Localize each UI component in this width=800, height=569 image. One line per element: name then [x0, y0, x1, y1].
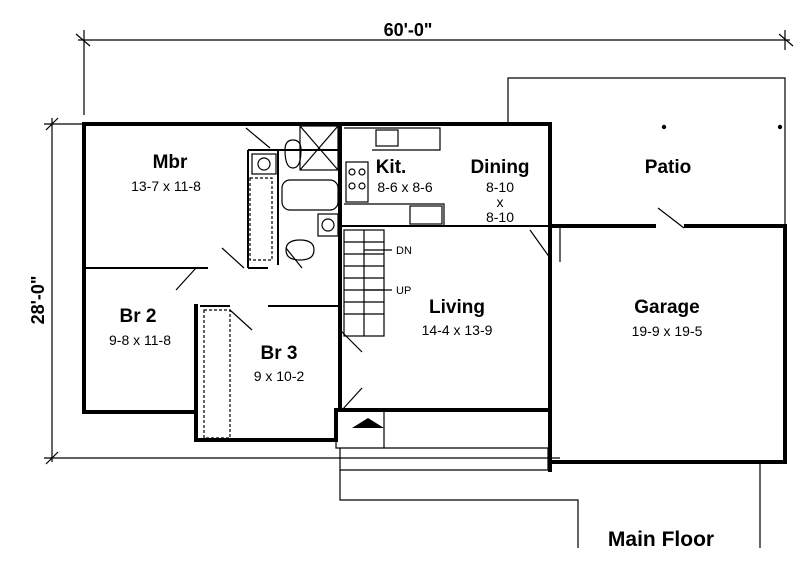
stair-up-label: UP — [396, 285, 411, 297]
stairs: DN UP — [343, 229, 412, 337]
patio-outline — [507, 77, 786, 226]
room-kitchen: Kit. 8-6 x 8-6 — [376, 157, 433, 195]
br2-name: Br 2 — [120, 306, 157, 327]
patio-name: Patio — [645, 157, 691, 178]
kit-size: 8-6 x 8-6 — [377, 179, 432, 195]
dining-size-1: 8-10 — [486, 179, 514, 195]
bath-fixtures — [251, 125, 339, 261]
garage-size: 19-9 x 19-5 — [632, 323, 703, 339]
room-patio: Patio — [645, 157, 691, 178]
br3-size: 9 x 10-2 — [254, 368, 305, 384]
front-entry — [335, 410, 761, 548]
kitchen-counters — [344, 127, 445, 226]
exterior-walls — [82, 122, 552, 472]
br2-size: 9-8 x 11-8 — [109, 332, 171, 348]
doors — [175, 127, 685, 411]
room-br3: Br 3 9 x 10-2 — [254, 343, 305, 384]
kit-name: Kit. — [376, 157, 407, 178]
living-size: 14-4 x 13-9 — [422, 322, 493, 338]
width-dimension: 60'-0" — [75, 20, 794, 115]
room-mbr: Mbr 13-7 x 11-8 — [131, 152, 201, 194]
dining-size-3: 8-10 — [486, 209, 514, 225]
mbr-name: Mbr — [153, 152, 188, 173]
room-garage: Garage 19-9 x 19-5 — [632, 297, 703, 339]
living-name: Living — [429, 297, 485, 318]
closets — [203, 177, 273, 439]
mbr-size: 13-7 x 11-8 — [131, 178, 201, 194]
dining-name: Dining — [470, 157, 529, 178]
interior-walls — [84, 149, 552, 307]
room-dining: Dining 8-10 x 8-10 — [470, 157, 529, 225]
dining-size-2: x — [497, 194, 504, 210]
room-br2: Br 2 9-8 x 11-8 — [109, 306, 171, 348]
width-dimension-label: 60'-0" — [384, 20, 433, 40]
br3-name: Br 3 — [261, 343, 298, 364]
depth-dimension: 28'-0" — [28, 117, 560, 465]
depth-dimension-label: 28'-0" — [28, 276, 48, 325]
garage-name: Garage — [634, 297, 699, 318]
garage-outline — [550, 224, 787, 464]
floor-caption: Main Floor — [608, 528, 714, 551]
room-living: Living 14-4 x 13-9 — [422, 297, 493, 338]
stair-down-label: DN — [396, 245, 412, 257]
